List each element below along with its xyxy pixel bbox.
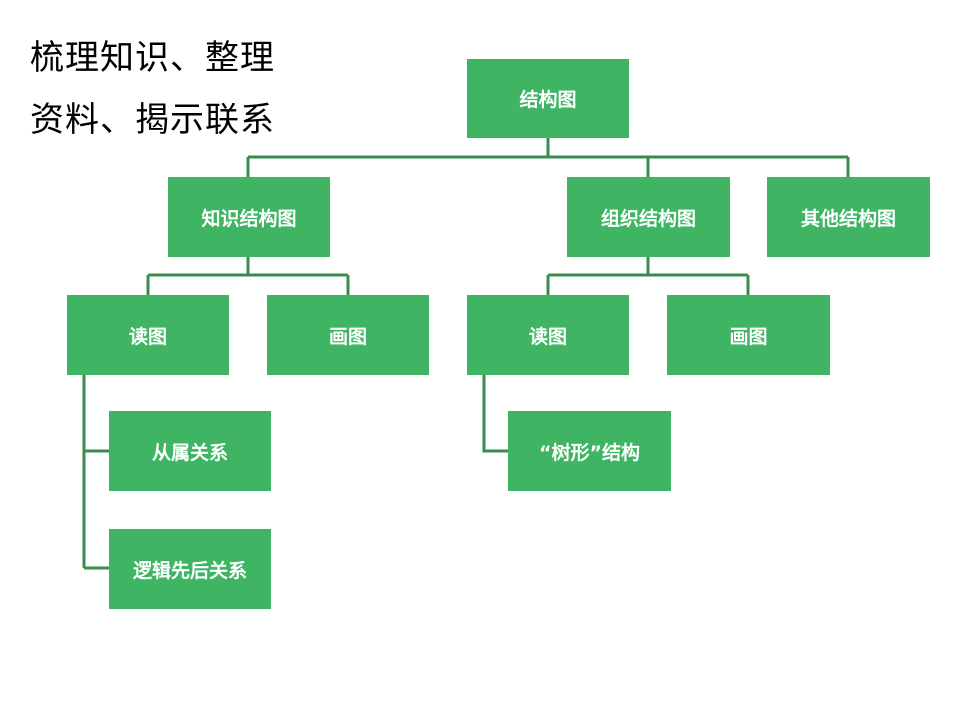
node-logic-order-relation: 逻辑先后关系 <box>109 529 271 609</box>
node-org-read: 读图 <box>467 295 629 375</box>
node-org-draw: 画图 <box>667 295 830 375</box>
page-title-line-1: 梳理知识、整理 <box>30 38 275 78</box>
node-tree-structure: “树形”结构 <box>508 411 671 491</box>
node-subordinate-relation: 从属关系 <box>109 411 271 491</box>
node-knowledge-draw: 画图 <box>267 295 429 375</box>
connector-org-read-spine <box>482 375 508 453</box>
node-root: 结构图 <box>467 59 629 138</box>
node-organization-structure: 组织结构图 <box>567 177 730 257</box>
node-knowledge-read: 读图 <box>67 295 229 375</box>
page-title-line-2: 资料、揭示联系 <box>30 100 275 140</box>
node-knowledge-structure: 知识结构图 <box>168 177 330 257</box>
node-other-structure: 其他结构图 <box>767 177 930 257</box>
